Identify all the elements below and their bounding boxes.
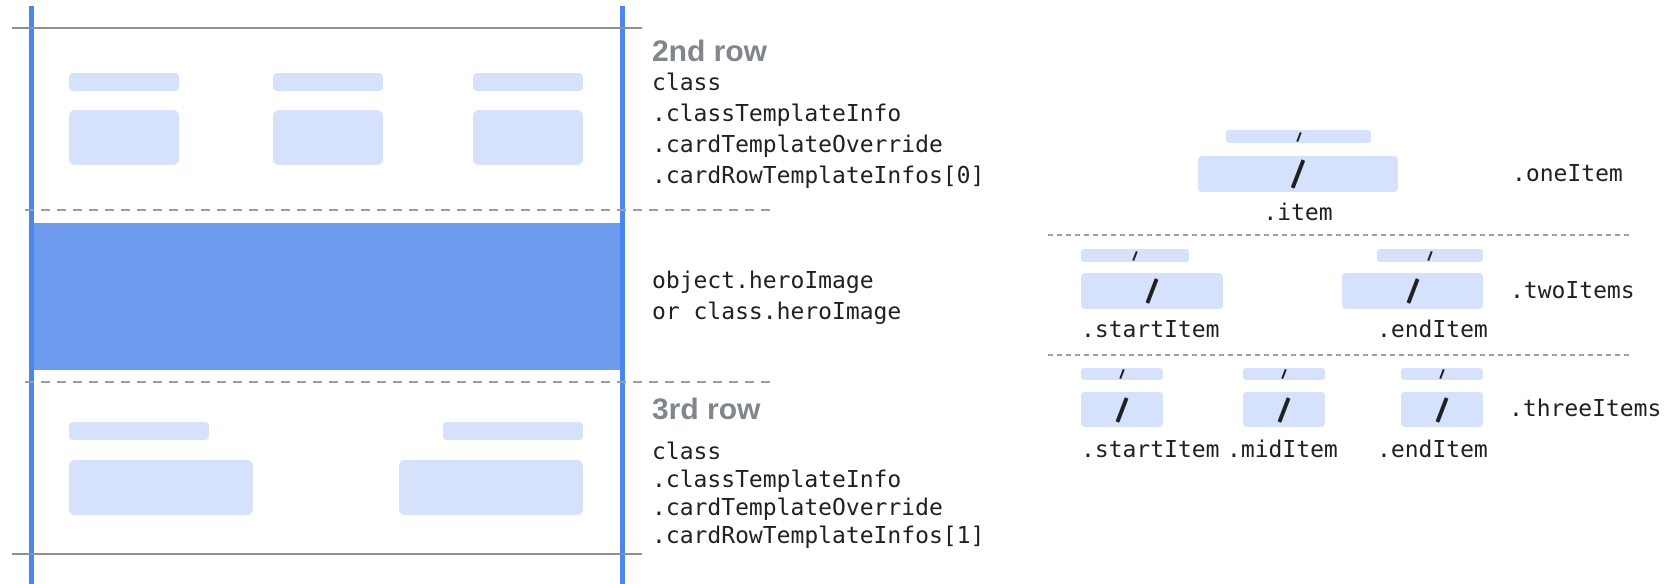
field-value-placeholder (273, 110, 383, 165)
group-label: .threeItems (1509, 396, 1662, 422)
code-line: .cardTemplateOverride (652, 495, 943, 521)
slash-icon (1119, 368, 1125, 380)
item-value-placeholder (1401, 392, 1483, 427)
code-line: .cardRowTemplateInfos[1] (652, 523, 985, 549)
item-label: .midItem (1227, 437, 1338, 463)
item-label-placeholder (1081, 249, 1189, 262)
slash-icon (1295, 131, 1302, 142)
item-value-placeholder (1243, 392, 1325, 427)
code-line: or class.heroImage (652, 299, 902, 325)
item-label: .endItem (1377, 317, 1488, 343)
row-separator-dashed-bottom (25, 381, 777, 383)
hero-code: object.heroImage or class.heroImage (652, 266, 901, 328)
slash-icon (1281, 368, 1287, 380)
field-value-placeholder (473, 110, 583, 165)
row3-code: class .classTemplateInfo .cardTemplateOv… (652, 438, 984, 550)
code-line: class (652, 70, 722, 96)
hero-image-band (34, 223, 620, 370)
slash-icon (1427, 250, 1433, 261)
code-line: .classTemplateInfo (652, 467, 902, 493)
slash-icon (1290, 159, 1306, 189)
field-label-placeholder (69, 73, 179, 91)
slash-icon (1435, 396, 1449, 423)
group-label: .oneItem (1512, 161, 1623, 187)
item-label-placeholder (1243, 368, 1325, 380)
field-value-placeholder (399, 460, 583, 515)
item-label-placeholder (1226, 130, 1371, 143)
field-label-placeholder (443, 422, 583, 440)
field-label-placeholder (273, 73, 383, 91)
item-label: .item (1263, 200, 1333, 226)
card-top-edge-line (12, 27, 642, 29)
code-line: .classTemplateInfo (652, 101, 902, 127)
row-separator-dashed-top (25, 209, 777, 211)
row2-code: class .classTemplateInfo .cardTemplateOv… (652, 68, 984, 192)
row3-heading: 3rd row (652, 393, 761, 426)
slash-icon (1132, 250, 1138, 261)
diagram-separator-dashed (1048, 234, 1632, 236)
item-value-placeholder (1081, 392, 1163, 427)
code-line: .cardTemplateOverride (652, 132, 943, 158)
field-value-placeholder (69, 110, 179, 165)
item-label-placeholder (1081, 368, 1163, 380)
slash-icon (1277, 396, 1291, 423)
code-line: object.heroImage (652, 268, 874, 294)
item-label: .startItem (1081, 317, 1220, 343)
item-label-placeholder (1377, 249, 1483, 262)
field-label-placeholder (473, 73, 583, 91)
item-label: .startItem (1081, 437, 1220, 463)
field-value-placeholder (69, 460, 253, 515)
code-line: .cardRowTemplateInfos[0] (652, 163, 985, 189)
code-line: class (652, 439, 722, 465)
item-value-placeholder (1198, 156, 1398, 192)
slash-icon (1439, 368, 1445, 380)
group-label: .twoItems (1510, 278, 1635, 304)
item-value-placeholder (1081, 273, 1223, 309)
item-label-placeholder (1401, 368, 1483, 380)
slash-icon (1145, 278, 1159, 304)
card-guide-line-right (620, 6, 625, 584)
card-guide-line-left (29, 6, 34, 584)
field-label-placeholder (69, 422, 209, 440)
item-label: .endItem (1377, 437, 1488, 463)
row2-heading: 2nd row (652, 35, 768, 68)
item-value-placeholder (1342, 273, 1483, 309)
card-bottom-edge-line (12, 553, 642, 555)
slash-icon (1405, 278, 1420, 304)
slash-icon (1115, 396, 1129, 423)
diagram-separator-dashed (1048, 354, 1632, 356)
